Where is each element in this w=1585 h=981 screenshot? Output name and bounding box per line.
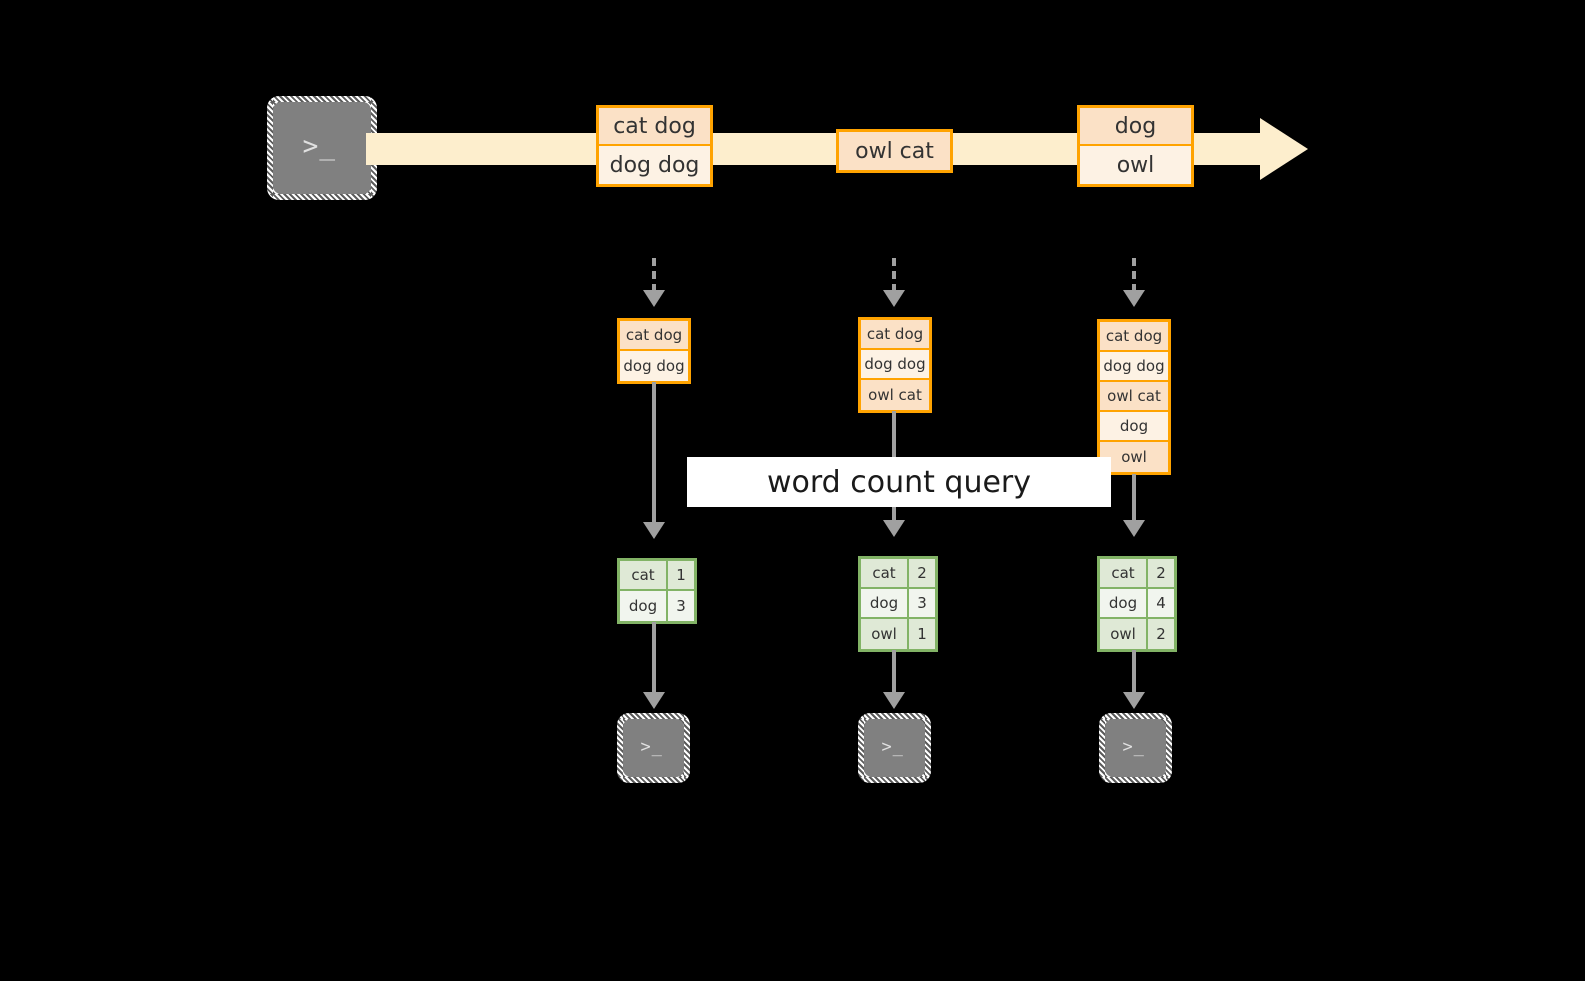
- result-word: dog: [861, 589, 909, 617]
- stream-event: cat dog: [599, 108, 710, 146]
- result-count: 2: [1148, 559, 1174, 587]
- sink-terminal-body: >_: [1105, 719, 1166, 777]
- table-row: cat 2: [861, 559, 935, 589]
- table-row: cat 1: [620, 561, 694, 591]
- stream-to-input-arrowhead: [883, 290, 905, 307]
- table-row: cat 2: [1100, 559, 1174, 589]
- stream-to-input-connector: [652, 258, 656, 292]
- terminal-prompt-glyph: >_: [881, 736, 904, 757]
- trigger-2-sink-arrowhead: [883, 692, 905, 709]
- terminal-prompt-glyph: >_: [302, 131, 336, 162]
- stream-to-input-connector: [1132, 258, 1136, 292]
- stream-to-input-arrowhead: [1123, 290, 1145, 307]
- result-word: owl: [861, 619, 909, 649]
- input-row: owl: [1100, 442, 1168, 472]
- stream-batch-2: owl cat: [836, 129, 953, 173]
- source-terminal-icon: >_: [267, 96, 377, 200]
- result-count: 2: [1148, 619, 1174, 649]
- stream-batch-1: cat dog dog dog: [596, 105, 713, 187]
- table-row: dog 3: [620, 591, 694, 621]
- input-row: dog dog: [861, 350, 929, 380]
- table-row: owl 2: [1100, 619, 1174, 649]
- stream-batch-3: dog owl: [1077, 105, 1194, 187]
- input-row: cat dog: [1100, 322, 1168, 352]
- table-row: owl 1: [861, 619, 935, 649]
- stream-event: dog dog: [599, 146, 710, 184]
- trigger-3-query-connector: [1132, 474, 1136, 526]
- result-count: 4: [1148, 589, 1174, 617]
- result-count: 3: [909, 589, 935, 617]
- trigger-3-sink-terminal-icon: >_: [1099, 713, 1172, 783]
- trigger-1-query-connector: [652, 382, 656, 527]
- table-row: dog 3: [861, 589, 935, 619]
- trigger-3-query-arrowhead: [1123, 520, 1145, 537]
- input-row: cat dog: [620, 321, 688, 351]
- result-word: owl: [1100, 619, 1148, 649]
- trigger-2-input-table: cat dog dog dog owl cat: [858, 317, 932, 413]
- trigger-3-sink-connector: [1132, 650, 1136, 697]
- result-word: cat: [620, 561, 668, 589]
- terminal-prompt-glyph: >_: [640, 736, 663, 757]
- sink-terminal-body: >_: [864, 719, 925, 777]
- input-row: owl cat: [1100, 382, 1168, 412]
- stream-event: owl: [1080, 146, 1191, 184]
- result-count: 2: [909, 559, 935, 587]
- trigger-2-query-arrowhead: [883, 520, 905, 537]
- trigger-2-result-table: cat 2 dog 3 owl 1: [858, 556, 938, 652]
- stream-to-input-arrowhead: [643, 290, 665, 307]
- input-row: dog dog: [620, 351, 688, 381]
- sink-terminal-body: >_: [623, 719, 684, 777]
- trigger-1-result-table: cat 1 dog 3: [617, 558, 697, 624]
- trigger-3-input-table: cat dog dog dog owl cat dog owl: [1097, 319, 1171, 475]
- stream-event: dog: [1080, 108, 1191, 146]
- input-row: dog dog: [1100, 352, 1168, 382]
- trigger-1-input-table: cat dog dog dog: [617, 318, 691, 384]
- result-word: cat: [1100, 559, 1148, 587]
- table-row: dog 4: [1100, 589, 1174, 619]
- query-label: word count query: [766, 464, 1032, 500]
- trigger-3-result-table: cat 2 dog 4 owl 2: [1097, 556, 1177, 652]
- event-stream-arrowhead: [1260, 118, 1308, 180]
- result-count: 1: [909, 619, 935, 649]
- stream-to-input-connector: [892, 258, 896, 292]
- result-word: cat: [861, 559, 909, 587]
- source-terminal-body: >_: [273, 102, 371, 194]
- trigger-1-sink-arrowhead: [643, 692, 665, 709]
- trigger-3-sink-arrowhead: [1123, 692, 1145, 709]
- result-count: 3: [668, 591, 694, 621]
- input-row: owl cat: [861, 380, 929, 410]
- trigger-2-sink-connector: [892, 650, 896, 697]
- input-row: dog: [1100, 412, 1168, 442]
- input-row: cat dog: [861, 320, 929, 350]
- result-word: dog: [1100, 589, 1148, 617]
- terminal-prompt-glyph: >_: [1122, 736, 1145, 757]
- stream-event: owl cat: [839, 132, 950, 170]
- trigger-1-sink-connector: [652, 622, 656, 697]
- result-count: 1: [668, 561, 694, 589]
- query-label-band: word count query: [687, 457, 1111, 507]
- result-word: dog: [620, 591, 668, 621]
- trigger-2-sink-terminal-icon: >_: [858, 713, 931, 783]
- trigger-1-sink-terminal-icon: >_: [617, 713, 690, 783]
- trigger-1-query-arrowhead: [643, 522, 665, 539]
